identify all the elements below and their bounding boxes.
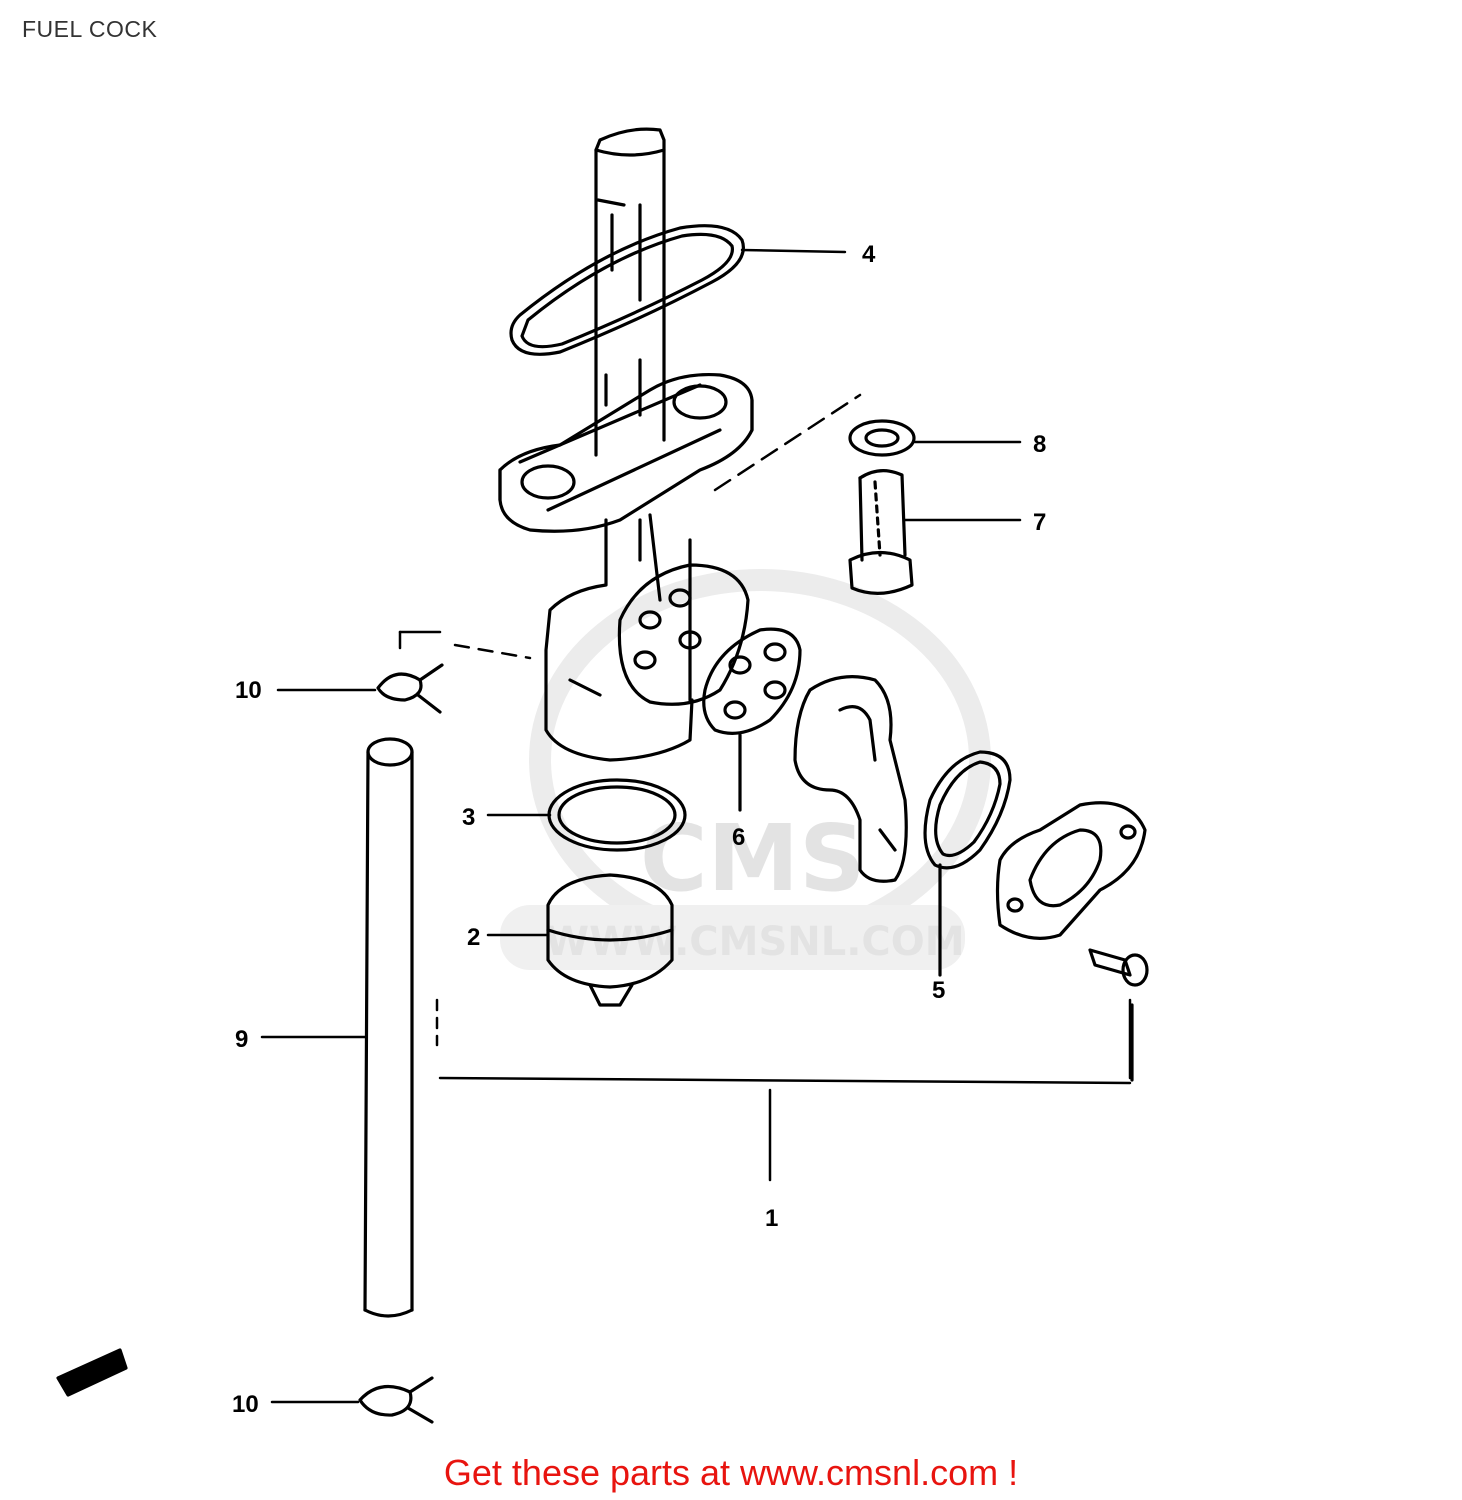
watermark-logo-text: CMS: [640, 805, 865, 912]
direction-marker: [56, 1348, 128, 1397]
cover-plate: [995, 801, 1147, 940]
leader-lines: [260, 248, 1022, 1404]
callout-2: 2: [467, 924, 480, 951]
clamp-10-top: [376, 663, 444, 714]
plate-screw: [1088, 948, 1149, 1082]
valve-disc-6: [702, 627, 802, 812]
clamp-10-bottom: [358, 1376, 434, 1424]
watermark: CMS WWW.CMSNL.COM: [500, 569, 991, 970]
washer-8: [848, 419, 916, 457]
callout-5: 5: [932, 977, 945, 1004]
callout-8: 8: [1033, 431, 1046, 458]
cup-2: [546, 873, 674, 1007]
callout-7: 7: [1033, 509, 1046, 536]
assembly-guides: [398, 393, 1132, 1182]
callout-6: 6: [732, 824, 745, 851]
lever-part: [793, 675, 908, 883]
callout-labels: 4 8 7 10 3 6 2 5 9 1 10: [232, 241, 1046, 1418]
watermark-url-text: WWW.CMSNL.COM: [545, 919, 965, 965]
callout-3: 3: [462, 804, 475, 831]
fuel-cock-body: [498, 372, 754, 762]
gasket-5: [923, 750, 1012, 977]
callout-1: 1: [765, 1205, 778, 1232]
o-ring-4: [509, 224, 745, 356]
fuel-hose-9: [363, 737, 414, 1318]
callout-10-bottom: 10: [232, 1391, 259, 1418]
callout-9: 9: [235, 1026, 248, 1053]
callout-10-top: 10: [235, 677, 262, 704]
screw-7: [848, 469, 914, 595]
callout-4: 4: [862, 241, 876, 268]
footer-cta-link[interactable]: Get these parts at www.cmsnl.com !: [443, 1452, 1019, 1493]
page-title: FUEL COCK: [22, 16, 158, 42]
